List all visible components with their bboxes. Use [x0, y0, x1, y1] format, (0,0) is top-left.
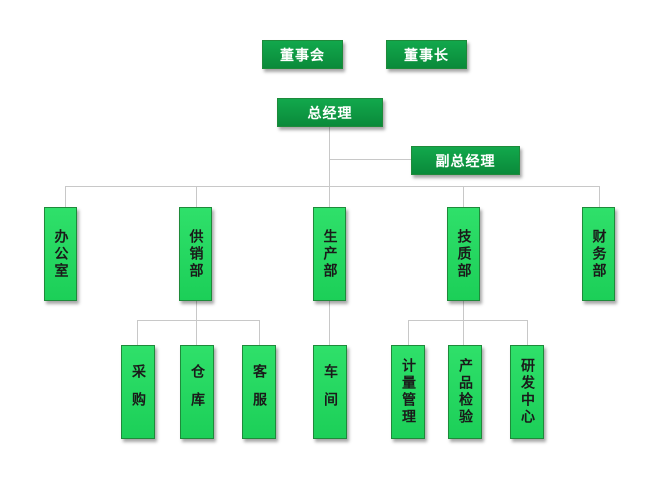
connector-drop-quality [463, 186, 464, 207]
sub-unit-label-metrology: 计量管理 [400, 358, 416, 426]
department-label-finance: 财务部 [590, 228, 607, 280]
connector-production-down [329, 300, 330, 345]
department-box-finance[interactable]: 财务部 [582, 207, 615, 301]
sub-unit-box-inspection[interactable]: 产品检验 [448, 345, 482, 439]
sub-unit-label-inspection: 产品检验 [457, 358, 473, 426]
chairman-box[interactable]: 董事长 [386, 40, 467, 69]
sub-unit-box-workshop[interactable]: 车间 [313, 345, 347, 439]
chairman-label: 董事长 [404, 47, 449, 64]
connector-drop-warehouse [196, 320, 197, 345]
sub-unit-label-purchasing: 采购 [130, 364, 146, 420]
connector-drop-supply [196, 186, 197, 207]
board-of-directors-box[interactable]: 董事会 [262, 40, 343, 69]
sub-unit-box-rnd[interactable]: 研发中心 [510, 345, 544, 439]
sub-unit-label-warehouse: 仓库 [189, 364, 205, 420]
connector-supply-bus [137, 320, 260, 321]
general-manager-box[interactable]: 总经理 [277, 98, 383, 127]
sub-unit-label-customer-service: 客服 [251, 364, 267, 420]
connector-drop-inspection [463, 320, 464, 345]
connector-quality-bus [408, 320, 528, 321]
department-label-office: 办公室 [52, 228, 69, 280]
connector-drop-finance [599, 186, 600, 207]
sub-unit-box-purchasing[interactable]: 采购 [121, 345, 155, 439]
board-of-directors-label: 董事会 [280, 47, 325, 64]
connector-supply-down [196, 300, 197, 320]
department-box-tech-quality[interactable]: 技质部 [447, 207, 480, 301]
connector-drop-metrology [408, 320, 409, 345]
department-box-supply-sales[interactable]: 供销部 [179, 207, 212, 301]
department-label-supply-sales: 供销部 [187, 228, 204, 280]
sub-unit-label-rnd: 研发中心 [519, 358, 535, 426]
deputy-general-manager-box[interactable]: 副总经理 [411, 146, 520, 175]
department-box-office[interactable]: 办公室 [44, 207, 77, 301]
connector-drop-purchase [137, 320, 138, 345]
department-box-production[interactable]: 生产部 [313, 207, 346, 301]
sub-unit-box-warehouse[interactable]: 仓库 [180, 345, 214, 439]
department-label-production: 生产部 [321, 228, 338, 280]
sub-unit-label-workshop: 车间 [322, 364, 338, 420]
sub-unit-box-customer-service[interactable]: 客服 [242, 345, 276, 439]
connector-drop-service [259, 320, 260, 345]
department-label-tech-quality: 技质部 [455, 228, 472, 280]
sub-unit-box-metrology[interactable]: 计量管理 [391, 345, 425, 439]
connector-to-deputy [329, 159, 411, 160]
connector-quality-down [463, 300, 464, 320]
connector-drop-office [65, 186, 66, 207]
deputy-general-manager-label: 副总经理 [435, 153, 496, 170]
connector-departments-bus [65, 186, 600, 187]
connector-drop-rnd [527, 320, 528, 345]
general-manager-label: 总经理 [307, 105, 353, 122]
